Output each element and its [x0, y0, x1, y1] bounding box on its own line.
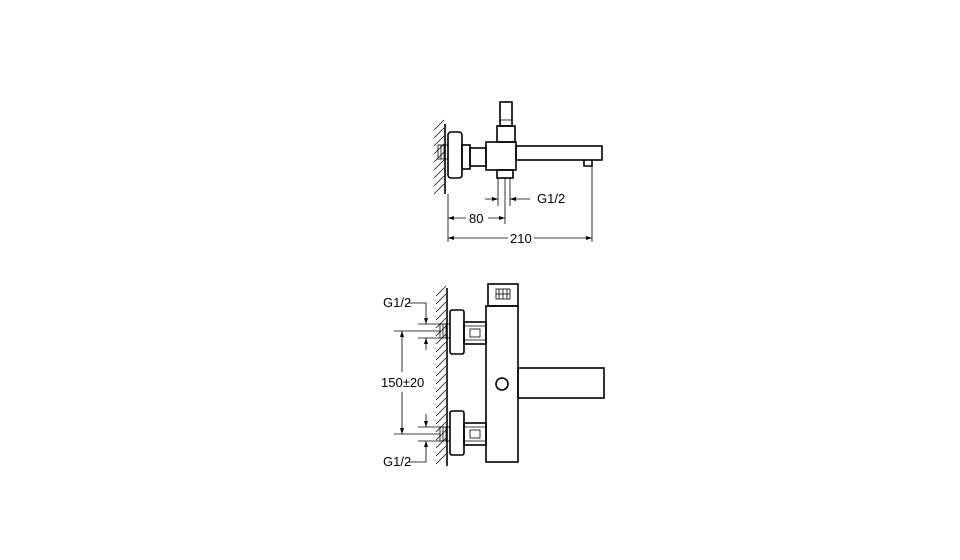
top-spout [515, 145, 603, 161]
top-mixer-body [485, 141, 517, 171]
top-dim-80: 80 [469, 211, 483, 226]
top-view: G1/2 80 210 [433, 101, 603, 246]
front-wall-hatch [435, 285, 447, 465]
top-eccentric-nut [469, 147, 487, 167]
top-dim-g12: G1/2 [537, 191, 565, 206]
front-dim-150: 150±20 [381, 375, 424, 390]
front-spout [517, 367, 605, 399]
top-wall-hatch [433, 119, 445, 195]
front-upper-escutcheon [449, 309, 465, 355]
front-upper-nut-detail [469, 328, 481, 338]
top-eccentric [461, 144, 471, 170]
front-lower-nut-detail [469, 429, 481, 439]
top-spout-tip [583, 160, 593, 167]
front-mixer-body [485, 305, 519, 463]
top-escutcheon [447, 131, 463, 179]
front-lower-eccentric [463, 422, 487, 446]
front-diverter-button [495, 377, 509, 391]
top-diverter-collar [496, 125, 516, 143]
front-dim-lower-g12: G1/2 [383, 454, 411, 469]
top-dim-210: 210 [510, 231, 532, 246]
front-view: G1/2 150±20 G1/2 [381, 283, 605, 469]
front-dim-upper-g12: G1/2 [383, 295, 411, 310]
top-outlet-connector [496, 169, 514, 179]
front-upper-eccentric [463, 321, 487, 345]
top-diverter-stem [499, 101, 513, 127]
front-top-control [487, 283, 519, 307]
front-upper-nipple [439, 323, 451, 339]
front-lower-escutcheon [449, 410, 465, 456]
